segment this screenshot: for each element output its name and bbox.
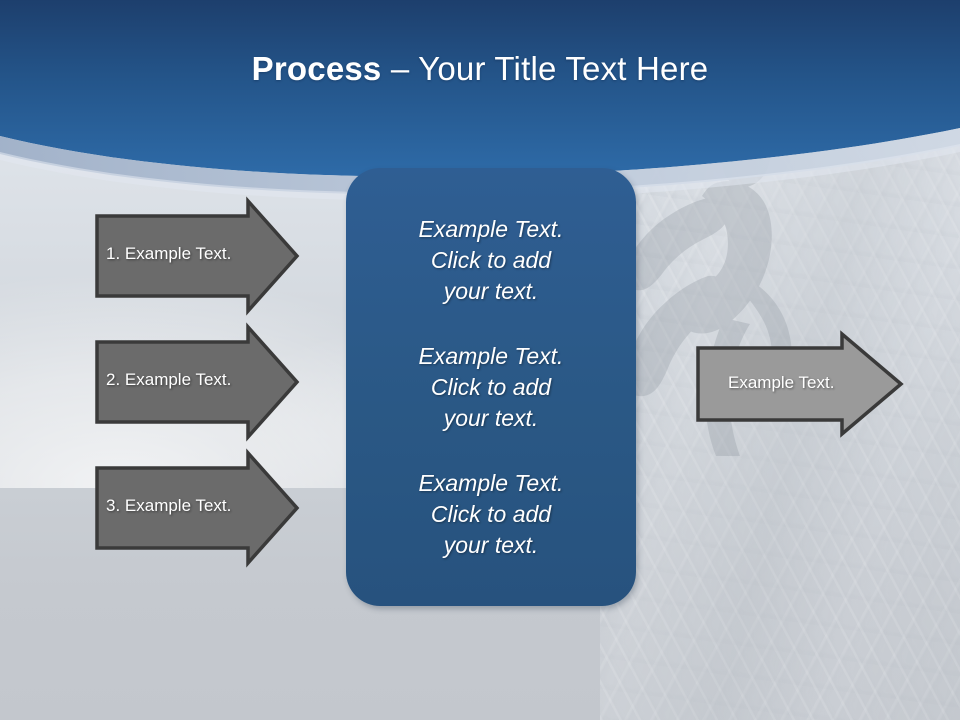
panel-text-line: Click to add — [430, 500, 552, 527]
arrow-right-icon — [95, 448, 300, 568]
panel-text-line: your text. — [443, 404, 539, 431]
center-content-panel[interactable]: Example Text. Click to add your text. Ex… — [346, 168, 636, 606]
panel-text-line: your text. — [443, 531, 539, 558]
arrow-right-icon — [696, 330, 904, 438]
panel-text-line: Example Text. — [418, 469, 564, 496]
panel-text-line: Example Text. — [418, 215, 564, 242]
arrow-right-icon — [95, 196, 300, 316]
panel-text-line: Click to add — [430, 246, 552, 273]
panel-text-line: Click to add — [430, 373, 552, 400]
process-arrow-3[interactable]: 3. Example Text. — [90, 448, 302, 568]
panel-text-block-1: Example Text. Click to add your text. — [362, 214, 620, 307]
process-arrow-2[interactable]: 2. Example Text. — [90, 322, 302, 442]
outcome-arrow[interactable]: Example Text. — [690, 330, 906, 438]
page-title-rest: – Your Title Text Here — [381, 50, 709, 87]
panel-text-block-3: Example Text. Click to add your text. — [362, 468, 620, 561]
panel-text-line: Example Text. — [418, 342, 564, 369]
arrow-right-icon — [95, 322, 300, 442]
panel-text-block-2: Example Text. Click to add your text. — [362, 341, 620, 434]
panel-text-line: your text. — [443, 277, 539, 304]
page-title: Process – Your Title Text Here — [0, 48, 960, 90]
page-title-bold: Process — [251, 50, 382, 87]
process-arrow-1[interactable]: 1. Example Text. — [90, 196, 302, 316]
header-banner — [0, 0, 960, 200]
